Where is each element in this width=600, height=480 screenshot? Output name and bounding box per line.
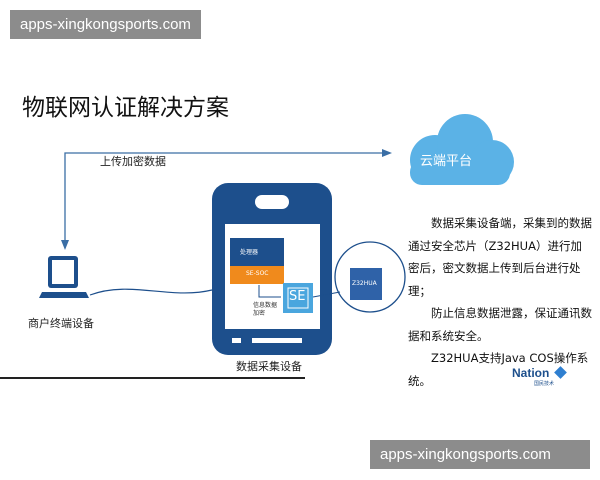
page-title: 物联网认证解决方案 <box>22 95 229 121</box>
upload-label: 上传加密数据 <box>100 155 166 168</box>
model-label: Z32HUA <box>352 280 377 287</box>
se-label: SE <box>289 289 306 304</box>
watermark-bottom[interactable]: apps-xingkongsports.com <box>370 440 590 469</box>
encrypt-label: 信息数据加密 <box>253 302 278 317</box>
soc-chip-icon <box>230 238 284 284</box>
cpu-label: 处理器 <box>240 249 259 256</box>
laptop-icon <box>39 256 89 298</box>
logo-sub: 国民技术 <box>534 381 555 387</box>
terminal-label: 商户终端设备 <box>28 317 94 330</box>
cloud-icon <box>410 114 514 185</box>
device-label: 数据采集设备 <box>236 360 302 373</box>
encrypt-arrow <box>258 285 281 298</box>
logo-name: Nation <box>512 366 550 380</box>
soc-label: SE-SOC <box>246 270 269 277</box>
cable <box>89 288 213 296</box>
description-para: 防止信息数据泄露，保证通讯数据和系统安全。 <box>408 306 592 343</box>
nation-logo: Nation 国民技术 <box>512 366 567 387</box>
arrowhead-right <box>382 149 392 157</box>
description-para: 数据采集设备端，采集到的数据通过安全芯片（Z32HUA）进行加密后，密文数据上传… <box>408 216 592 298</box>
arrowhead-down <box>61 240 69 250</box>
se-chip-icon <box>283 283 313 313</box>
logo-icon <box>553 366 567 379</box>
upload-arrow <box>64 152 385 245</box>
watermark-top[interactable]: apps-xingkongsports.com <box>10 10 201 39</box>
description: 数据采集设备端，采集到的数据通过安全芯片（Z32HUA）进行加密后，密文数据上传… <box>408 212 593 392</box>
cloud-label: 云端平台 <box>420 154 473 169</box>
description-para: Z32HUA支持Java COS操作系统。 <box>408 351 589 388</box>
z32hua-chip <box>350 268 382 300</box>
